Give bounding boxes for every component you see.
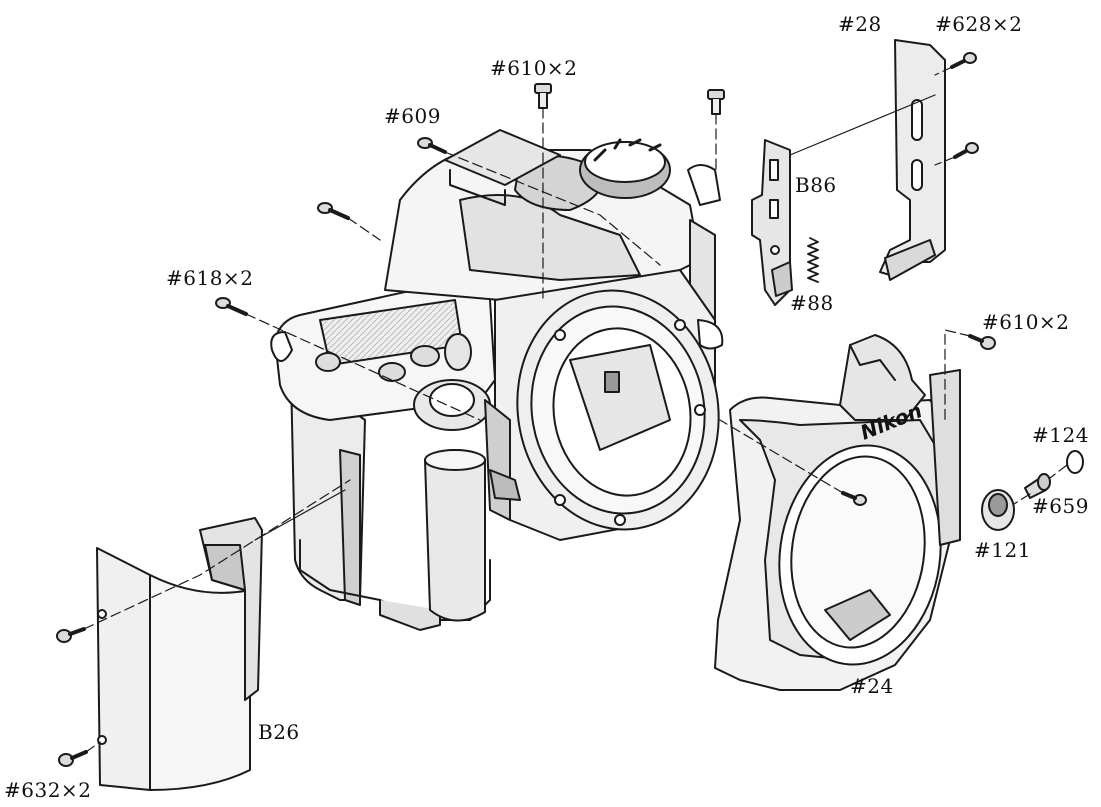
label-part-609: #609 [384, 104, 441, 128]
label-part-632: #632×2 [4, 778, 92, 802]
side-plate-28 [879, 39, 946, 281]
screw-left-body [317, 202, 350, 220]
screw-front-cover [841, 491, 867, 506]
label-part-124: #124 [1032, 423, 1089, 447]
b26-assembly-line [254, 489, 346, 541]
screw-632-b [58, 750, 88, 767]
cap-124 [1066, 450, 1084, 474]
label-part-618: #618×2 [166, 266, 254, 290]
front-cover-24 [714, 334, 961, 691]
part-121 [981, 489, 1015, 531]
screw-610-top-right [707, 89, 725, 115]
screw-610-top-left [534, 83, 552, 109]
screw-659 [1024, 473, 1051, 499]
grip-cover-b26 [96, 517, 263, 791]
screw-609 [417, 137, 447, 154]
screw-618 [215, 297, 248, 316]
label-part-610-right: #610×2 [982, 310, 1070, 334]
label-part-121: #121 [974, 538, 1031, 562]
camera-body [270, 129, 724, 631]
label-b86: B86 [795, 173, 837, 197]
label-part-24: #24 [850, 674, 894, 698]
screws [56, 52, 996, 767]
label-part-659: #659 [1032, 494, 1089, 518]
label-part-628: #628×2 [935, 12, 1023, 36]
b86-bracket [751, 139, 793, 306]
screw-632-a [56, 627, 86, 643]
label-part-88: #88 [790, 291, 834, 315]
label-b26: B26 [258, 720, 300, 744]
screw-610-right [968, 334, 996, 350]
label-part-610-top: #610×2 [490, 56, 578, 80]
label-part-28: #28 [838, 12, 882, 36]
screw-628-b [953, 142, 979, 159]
spring-88 [807, 237, 819, 283]
screw-628-a [950, 52, 977, 69]
leader-lines [83, 66, 1068, 753]
